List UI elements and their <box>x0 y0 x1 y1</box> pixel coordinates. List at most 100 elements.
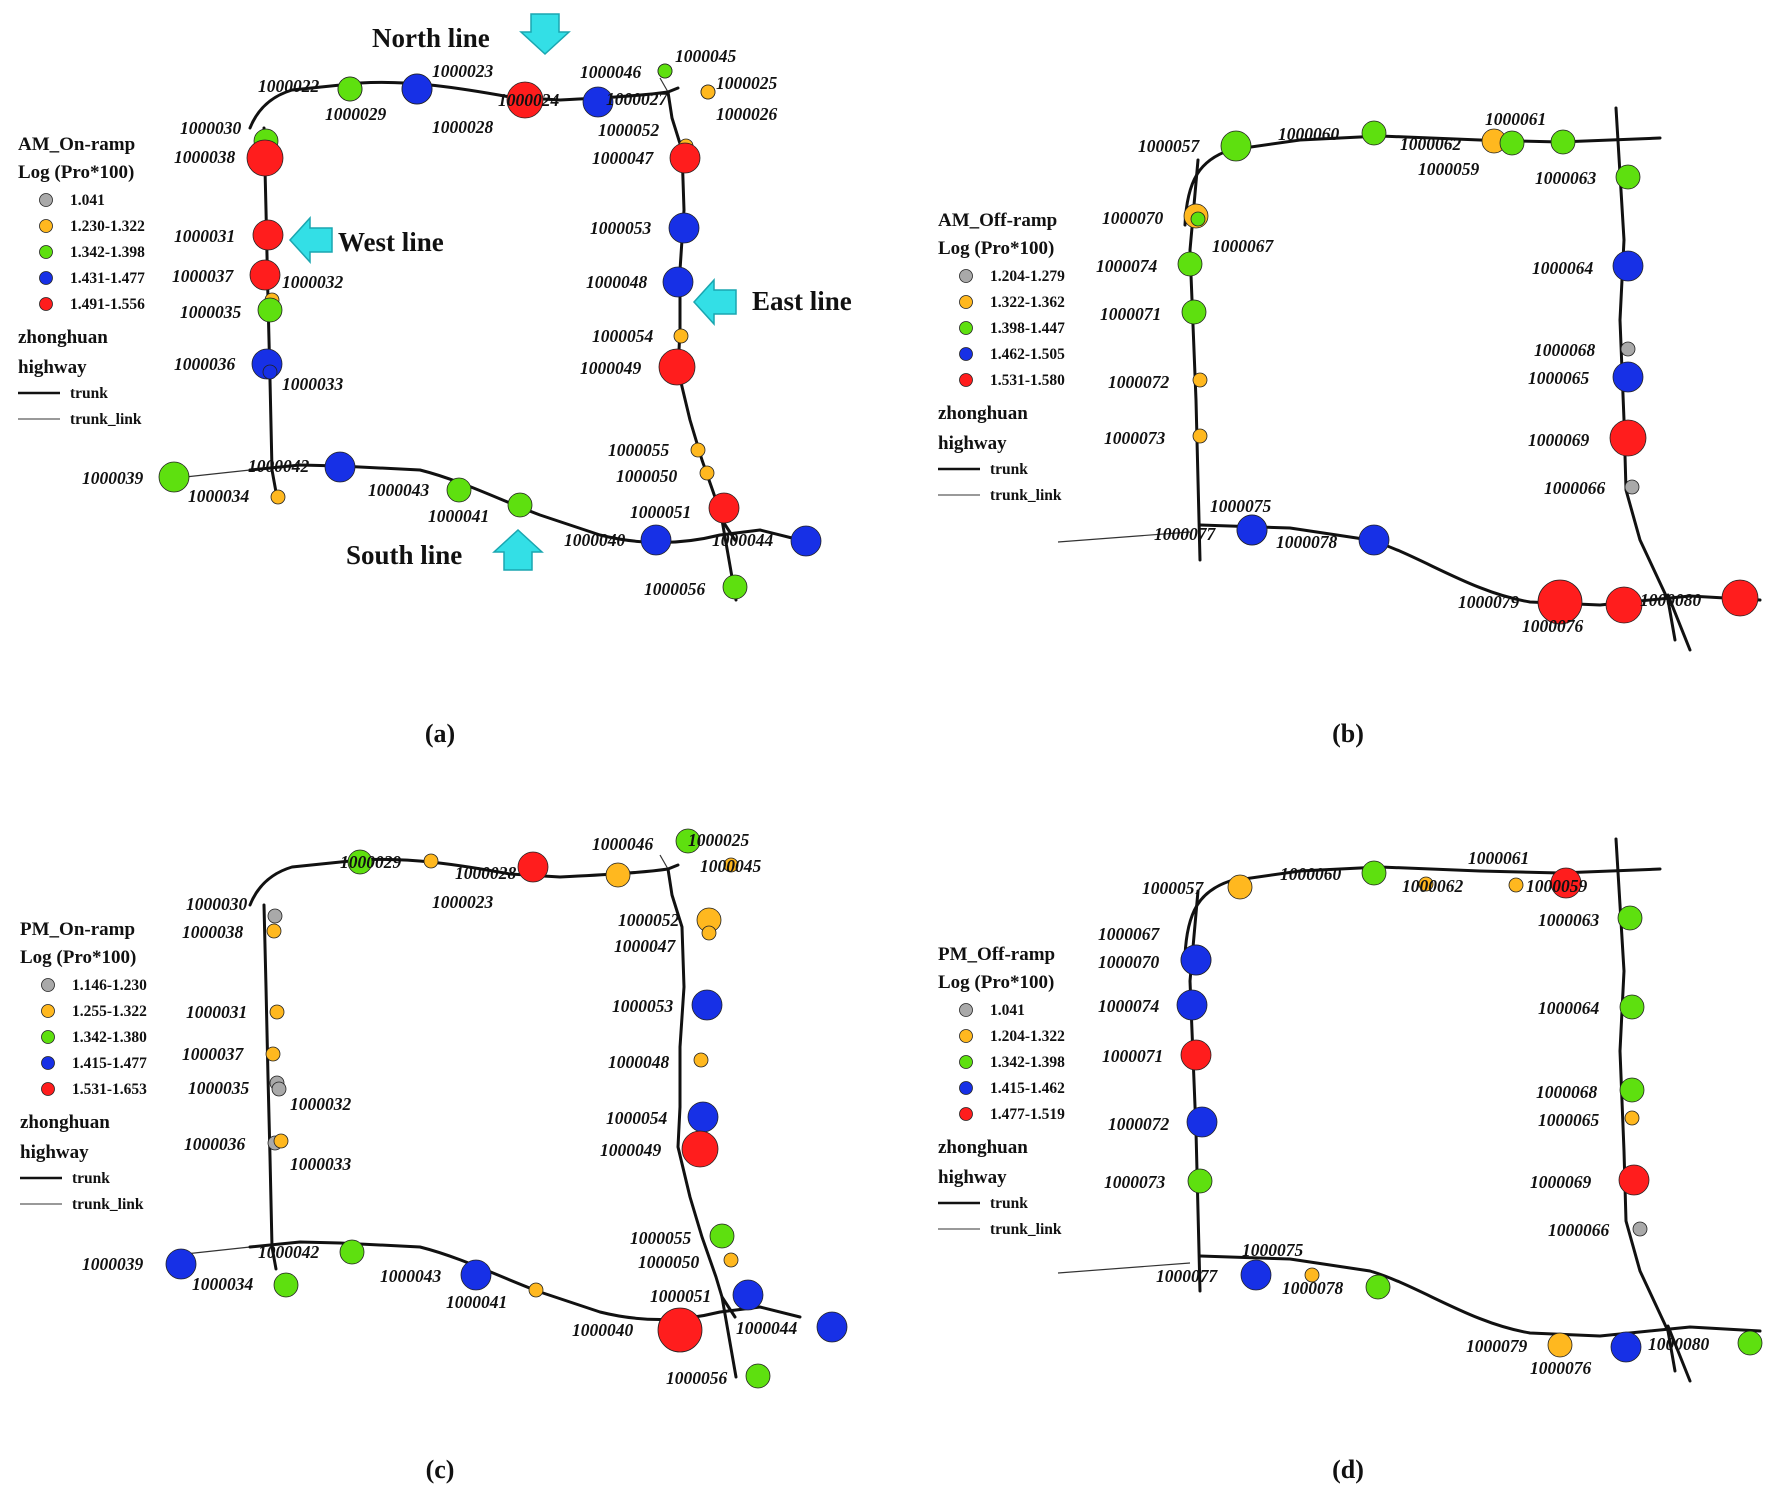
ramp-node-1000025[interactable] <box>675 828 701 854</box>
ramp-node-1000053[interactable] <box>668 212 700 244</box>
ramp-node-1000073[interactable] <box>1192 428 1208 444</box>
ramp-node-1000051[interactable] <box>708 492 740 524</box>
ramp-node-1000056[interactable] <box>722 574 748 600</box>
ramp-node-1000028[interactable] <box>401 73 433 105</box>
ramp-node-1000048[interactable] <box>662 266 694 298</box>
ramp-node-1000038[interactable] <box>266 923 282 939</box>
ramp-node-1000040[interactable] <box>640 524 672 556</box>
ramp-node-1000063[interactable] <box>1617 905 1643 931</box>
ramp-node-1000079[interactable] <box>1547 1332 1573 1358</box>
ramp-node-1000032[interactable] <box>271 1081 287 1097</box>
ramp-node-1000041[interactable] <box>528 1282 544 1298</box>
ramp-node-1000029[interactable] <box>347 849 373 875</box>
legend-swatch-gray <box>959 269 973 283</box>
ramp-node-1000064[interactable] <box>1619 994 1645 1020</box>
ramp-node-1000060[interactable] <box>1361 120 1387 146</box>
ramp-node-1000072[interactable] <box>1192 372 1208 388</box>
ramp-node-1000031[interactable] <box>252 219 284 251</box>
ramp-node-1000023[interactable] <box>423 853 439 869</box>
ramp-node-1000061[interactable] <box>1550 129 1576 155</box>
ramp-node-1000077[interactable] <box>1304 1267 1320 1283</box>
ramp-node-1000048[interactable] <box>693 1052 709 1068</box>
ramp-node-1000034[interactable] <box>270 489 286 505</box>
ramp-node-1000069[interactable] <box>1618 1164 1650 1196</box>
ramp-node-1000047[interactable] <box>701 925 717 941</box>
ramp-node-1000066[interactable] <box>1624 479 1640 495</box>
ramp-node-1000054[interactable] <box>687 1101 719 1133</box>
ramp-node-1000059[interactable] <box>1550 867 1582 899</box>
ramp-node-1000034[interactable] <box>273 1272 299 1298</box>
ramp-node-1000055[interactable] <box>690 442 706 458</box>
ramp-node-1000049[interactable] <box>658 348 696 386</box>
ramp-node-1000027[interactable] <box>582 86 614 118</box>
ramp-node-1000061[interactable] <box>1508 877 1524 893</box>
ramp-node-1000050[interactable] <box>723 1252 739 1268</box>
ramp-node-1000050[interactable] <box>699 465 715 481</box>
ramp-node-1000072[interactable] <box>1186 1106 1218 1138</box>
ramp-node-1000037[interactable] <box>249 259 281 291</box>
ramp-node-1000047[interactable] <box>669 142 701 174</box>
ramp-node-1000053[interactable] <box>691 989 723 1021</box>
ramp-node-1000065[interactable] <box>1612 361 1644 393</box>
ramp-node-1000033[interactable] <box>262 364 278 380</box>
ramp-node-1000043[interactable] <box>446 477 472 503</box>
ramp-node-1000067[interactable] <box>1190 211 1206 227</box>
ramp-node-1000039[interactable] <box>165 1248 197 1280</box>
ramp-node-1000076[interactable] <box>1610 1331 1642 1363</box>
ramp-node-1000026[interactable] <box>700 84 716 100</box>
ramp-node-1000071[interactable] <box>1180 1039 1212 1071</box>
ramp-node-1000040[interactable] <box>657 1307 703 1353</box>
ramp-node-1000056[interactable] <box>745 1363 771 1389</box>
ramp-node-1000055[interactable] <box>709 1223 735 1249</box>
ramp-node-1000045[interactable] <box>657 63 673 79</box>
ramp-node-1000064[interactable] <box>1612 250 1644 282</box>
ramp-node-1000041[interactable] <box>507 492 533 518</box>
ramp-node-1000074[interactable] <box>1177 251 1203 277</box>
ramp-node-1000044[interactable] <box>816 1311 848 1343</box>
ramp-node-1000049[interactable] <box>681 1130 719 1168</box>
ramp-node-1000042[interactable] <box>324 451 356 483</box>
ramp-node-1000059[interactable] <box>1499 130 1525 156</box>
ramp-node-1000070[interactable] <box>1180 944 1212 976</box>
ramp-node-1000046[interactable] <box>605 862 631 888</box>
ramp-node-1000037[interactable] <box>265 1046 281 1062</box>
ramp-node-1000031[interactable] <box>269 1004 285 1020</box>
ramp-node-1000079[interactable] <box>1537 579 1583 625</box>
legend-class-label: 1.342-1.398 <box>70 244 145 261</box>
ramp-node-1000051[interactable] <box>732 1279 764 1311</box>
ramp-node-1000042[interactable] <box>339 1239 365 1265</box>
ramp-node-1000029[interactable] <box>337 76 363 102</box>
ramp-node-1000060[interactable] <box>1361 860 1387 886</box>
ramp-node-1000071[interactable] <box>1181 299 1207 325</box>
ramp-node-1000074[interactable] <box>1176 989 1208 1021</box>
ramp-node-1000043[interactable] <box>460 1259 492 1291</box>
ramp-node-1000063[interactable] <box>1615 164 1641 190</box>
ramp-node-1000077[interactable] <box>1236 514 1268 546</box>
ramp-node-1000057[interactable] <box>1220 130 1252 162</box>
ramp-node-1000028[interactable] <box>517 851 549 883</box>
ramp-node-1000066[interactable] <box>1632 1221 1648 1237</box>
ramp-node-1000044[interactable] <box>790 525 822 557</box>
ramp-node-1000069[interactable] <box>1609 419 1647 457</box>
ramp-node-1000035[interactable] <box>257 297 283 323</box>
ramp-node-1000078[interactable] <box>1365 1274 1391 1300</box>
ramp-node-1000068[interactable] <box>1620 341 1636 357</box>
ramp-node-1000038[interactable] <box>246 139 284 177</box>
ramp-node-1000039[interactable] <box>158 461 190 493</box>
ramp-node-1000073[interactable] <box>1187 1168 1213 1194</box>
ramp-node-1000033[interactable] <box>273 1133 289 1149</box>
ramp-label-1000023: 1000023 <box>432 892 494 912</box>
ramp-node-1000054[interactable] <box>673 328 689 344</box>
ramp-node-1000076[interactable] <box>1605 586 1643 624</box>
ramp-node-1000024[interactable] <box>506 81 544 119</box>
ramp-node-1000080[interactable] <box>1737 1330 1763 1356</box>
ramp-node-1000078[interactable] <box>1358 524 1390 556</box>
ramp-node-1000065[interactable] <box>1624 1110 1640 1126</box>
ramp-node-1000068[interactable] <box>1619 1077 1645 1103</box>
ramp-node-1000075[interactable] <box>1240 1259 1272 1291</box>
ramp-node-1000062[interactable] <box>1418 876 1434 892</box>
ramp-node-1000057[interactable] <box>1227 874 1253 900</box>
ramp-node-1000080[interactable] <box>1721 579 1759 617</box>
ramp-node-1000030[interactable] <box>267 908 283 924</box>
ramp-node-1000045[interactable] <box>723 857 739 873</box>
